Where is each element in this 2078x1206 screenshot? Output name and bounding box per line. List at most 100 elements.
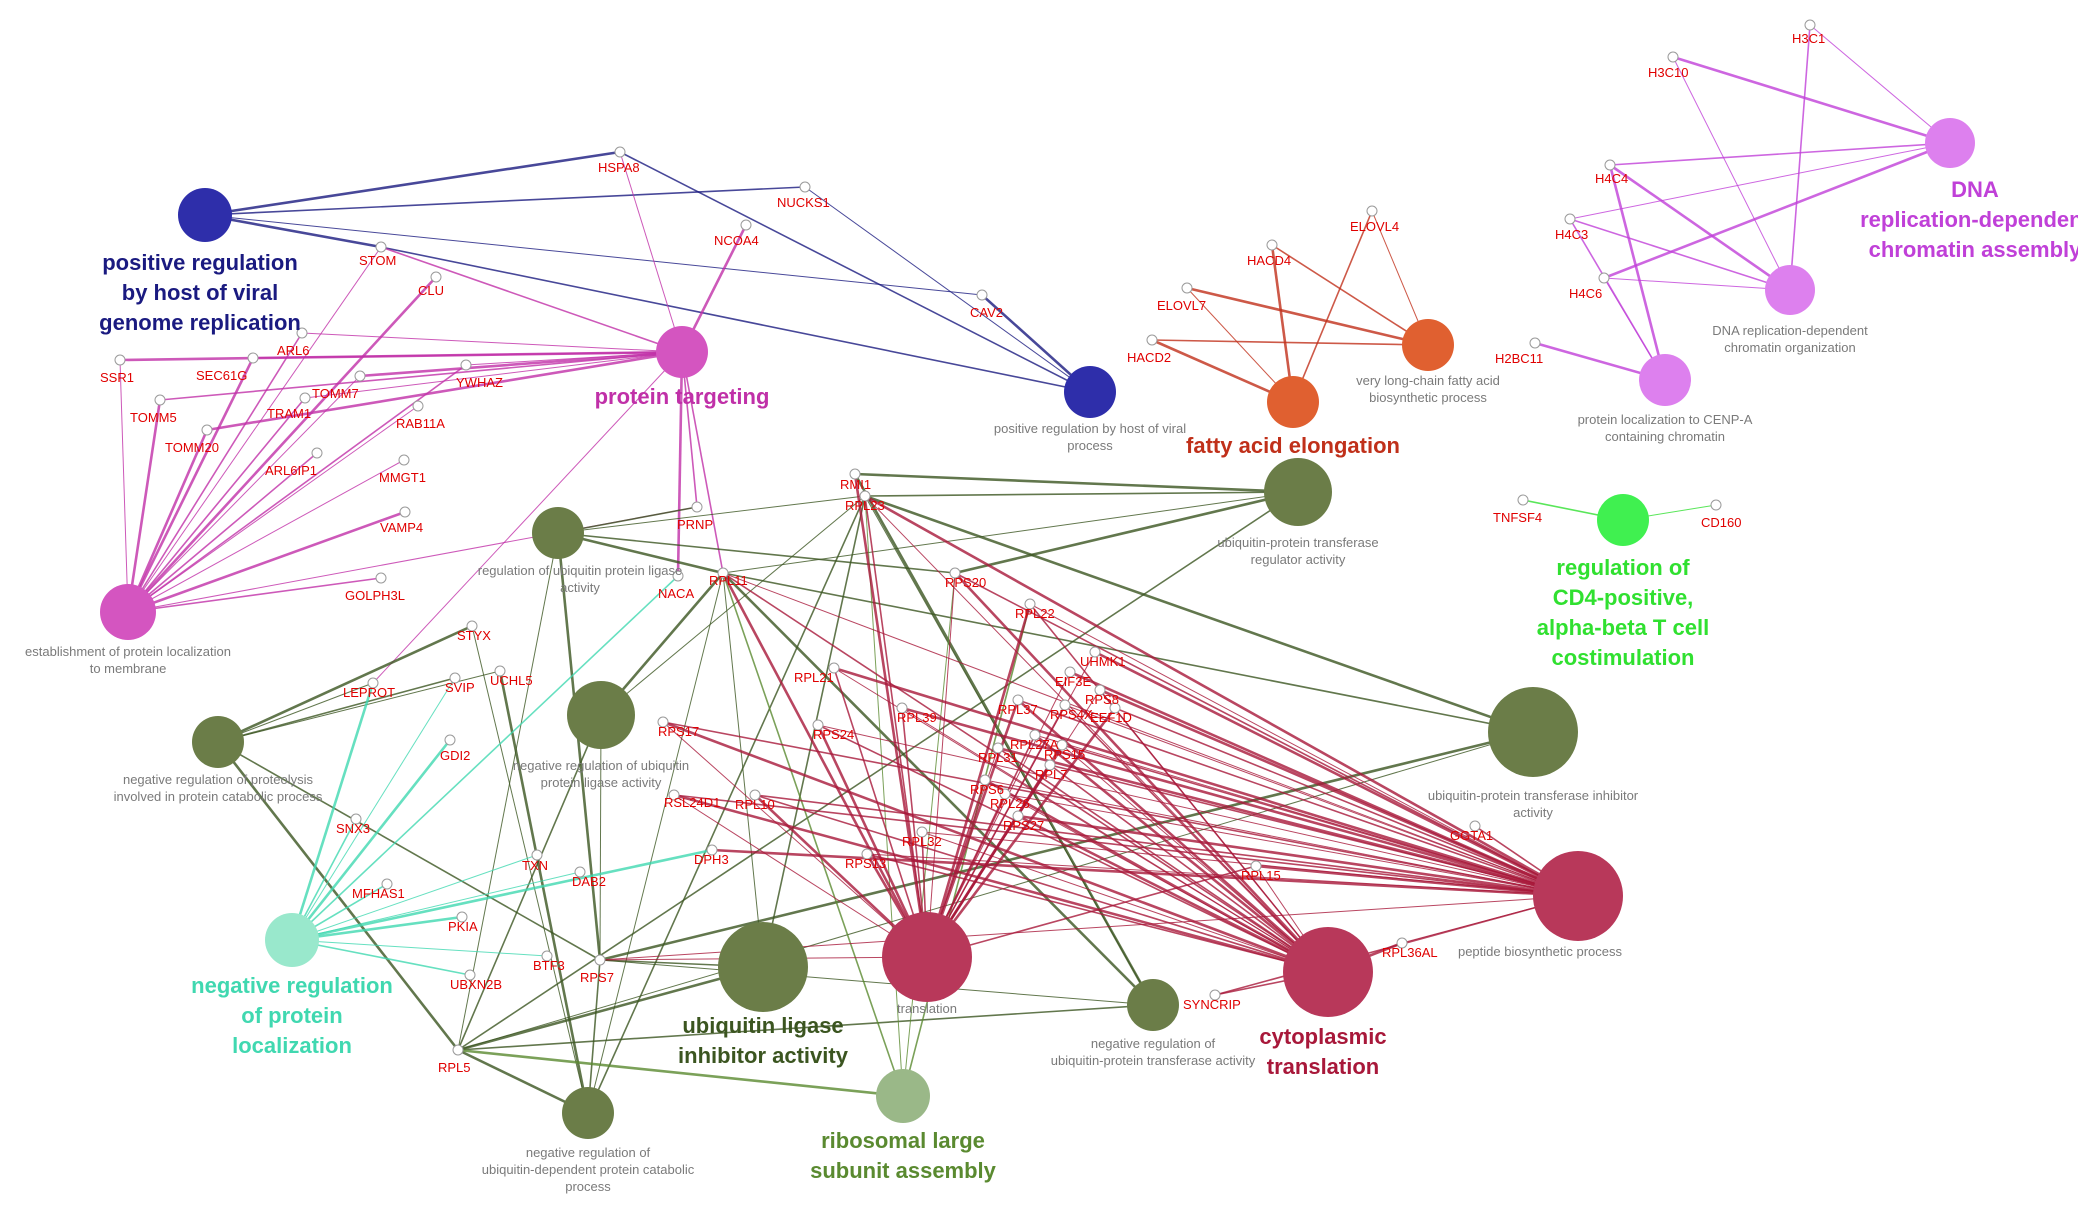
gene-node-rpl31[interactable] [992, 742, 1004, 754]
gene-node-ggta1[interactable] [1469, 820, 1481, 832]
term-node-neg-udpc[interactable] [562, 1087, 614, 1139]
gene-node-mfhas1[interactable] [381, 878, 393, 890]
gene-node-gdi2[interactable] [444, 734, 456, 746]
term-node-viral-proc[interactable] [1064, 366, 1116, 418]
gene-node-rpl37[interactable] [1012, 694, 1024, 706]
gene-node-sec61g[interactable] [247, 352, 259, 364]
gene-node-rpl39[interactable] [896, 702, 908, 714]
gene-node-eif3e[interactable] [1064, 666, 1076, 678]
gene-node-rpl26[interactable] [999, 788, 1011, 800]
gene-node-mmgt1[interactable] [398, 454, 410, 466]
gene-node-tomm5[interactable] [154, 394, 166, 406]
gene-node-svip[interactable] [449, 672, 461, 684]
gene-node-cd160[interactable] [1710, 499, 1722, 511]
term-node-neg-prot[interactable] [192, 716, 244, 768]
term-node-cd4[interactable] [1597, 494, 1649, 546]
gene-node-snx3[interactable] [350, 813, 362, 825]
gene-node-arl6[interactable] [296, 327, 308, 339]
gene-node-rpl32[interactable] [916, 826, 928, 838]
term-node-reg-ubl[interactable] [532, 507, 584, 559]
gene-node-rps7[interactable] [594, 954, 606, 966]
gene-node-rps20[interactable] [949, 567, 961, 579]
term-node-neg-loc[interactable] [265, 913, 319, 967]
term-node-utia[interactable] [1488, 687, 1578, 777]
term-node-neg-uta[interactable] [1127, 979, 1179, 1031]
gene-node-rps17[interactable] [657, 716, 669, 728]
gene-node-arl6ip1[interactable] [311, 447, 323, 459]
term-node-cenpa[interactable] [1639, 354, 1691, 406]
gene-node-prnp[interactable] [691, 501, 703, 513]
gene-node-ywhaz[interactable] [460, 359, 472, 371]
gene-node-naca[interactable] [672, 570, 684, 582]
gene-node-rpl7[interactable] [1044, 759, 1056, 771]
gene-node-hspa8[interactable] [614, 146, 626, 158]
gene-node-h4c6[interactable] [1598, 272, 1610, 284]
gene-node-h4c4[interactable] [1604, 159, 1616, 171]
term-node-utra[interactable] [1264, 458, 1332, 526]
gene-node-rsl24d1[interactable] [668, 789, 680, 801]
term-node-ulia[interactable] [718, 922, 808, 1012]
gene-node-tomm20[interactable] [201, 424, 213, 436]
gene-node-clu[interactable] [430, 271, 442, 283]
gene-node-rpl22[interactable] [1024, 598, 1036, 610]
term-node-targeting[interactable] [656, 326, 708, 378]
gene-node-stom[interactable] [375, 241, 387, 253]
gene-node-tram1[interactable] [299, 392, 311, 404]
gene-node-rpl10[interactable] [749, 789, 761, 801]
gene-node-ubxn2b[interactable] [464, 969, 476, 981]
term-node-dna-org[interactable] [1765, 265, 1815, 315]
gene-node-rps13[interactable] [861, 848, 873, 860]
gene-node-rpl15[interactable] [1250, 860, 1262, 872]
term-node-neg-ubl[interactable] [567, 681, 635, 749]
gene-node-cav2[interactable] [976, 289, 988, 301]
gene-node-rmi1[interactable] [849, 468, 861, 480]
term-node-dna-assembly[interactable] [1925, 118, 1975, 168]
gene-node-h2bc11[interactable] [1529, 337, 1541, 349]
gene-node-rab11a[interactable] [412, 400, 424, 412]
gene-node-vamp4[interactable] [399, 506, 411, 518]
gene-node-elovl4[interactable] [1366, 205, 1378, 217]
gene-node-rps6[interactable] [979, 774, 991, 786]
gene-node-h3c10[interactable] [1667, 51, 1679, 63]
gene-node-dph3[interactable] [706, 844, 718, 856]
gene-node-uhmk1[interactable] [1089, 646, 1101, 658]
gene-node-nucks1[interactable] [799, 181, 811, 193]
gene-node-h3c1[interactable] [1804, 19, 1816, 31]
gene-node-rps27[interactable] [1012, 810, 1024, 822]
gene-node-rpl5[interactable] [452, 1044, 464, 1056]
gene-node-hacd2[interactable] [1146, 334, 1158, 346]
term-node-cyto[interactable] [1283, 927, 1373, 1017]
gene-node-rps8[interactable] [1094, 684, 1106, 696]
gene-node-dab2[interactable] [574, 866, 586, 878]
term-node-translation[interactable] [882, 912, 972, 1002]
gene-node-rpl27a[interactable] [1029, 729, 1041, 741]
term-node-vlcfa[interactable] [1402, 319, 1454, 371]
term-node-estab[interactable] [100, 584, 156, 640]
gene-node-golph3l[interactable] [375, 572, 387, 584]
gene-node-rpl21[interactable] [828, 662, 840, 674]
gene-node-styx[interactable] [466, 620, 478, 632]
gene-node-h4c3[interactable] [1564, 213, 1576, 225]
term-node-ribo[interactable] [876, 1069, 930, 1123]
gene-node-pkia[interactable] [456, 911, 468, 923]
term-node-viral[interactable] [178, 188, 232, 242]
term-node-peptide[interactable] [1533, 851, 1623, 941]
gene-node-syncrip[interactable] [1209, 989, 1221, 1001]
gene-node-uchl5[interactable] [494, 665, 506, 677]
gene-node-hacd4[interactable] [1266, 239, 1278, 251]
gene-node-ssr1[interactable] [114, 354, 126, 366]
gene-node-elovl7[interactable] [1181, 282, 1193, 294]
gene-node-ncoa4[interactable] [740, 219, 752, 231]
gene-node-rpl36al[interactable] [1396, 937, 1408, 949]
gene-node-eef1d[interactable] [1109, 702, 1121, 714]
gene-node-rpl11[interactable] [717, 567, 729, 579]
gene-node-rpl23[interactable] [859, 490, 871, 502]
term-node-fatty[interactable] [1267, 376, 1319, 428]
gene-node-rps24[interactable] [812, 719, 824, 731]
gene-node-leprot[interactable] [367, 677, 379, 689]
gene-node-txn[interactable] [531, 849, 543, 861]
gene-node-btf3[interactable] [541, 950, 553, 962]
gene-node-rps15[interactable] [1056, 739, 1068, 751]
gene-node-rps4x[interactable] [1059, 699, 1071, 711]
gene-node-tomm7[interactable] [354, 370, 366, 382]
